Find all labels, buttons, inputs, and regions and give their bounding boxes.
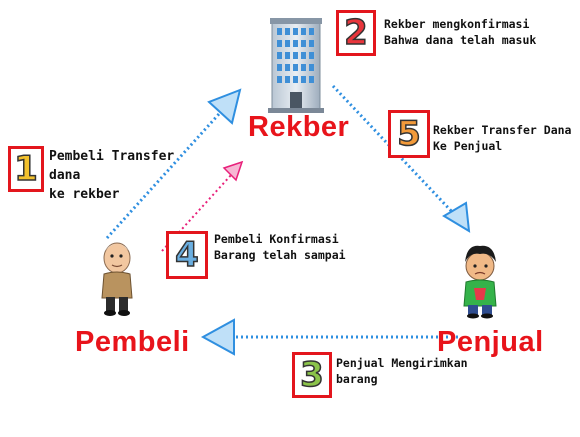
- role-label-pembeli: Pembeli: [75, 326, 190, 358]
- old-man-icon: [101, 242, 133, 316]
- step-3-line-2: barang: [336, 371, 378, 386]
- arrow-pembeli-to-rekber: [105, 88, 242, 240]
- step-1-badge: 1: [8, 146, 44, 192]
- step-3-badge: 3: [292, 352, 332, 398]
- young-man-icon: [463, 245, 497, 319]
- step-2-number: 2: [343, 13, 368, 53]
- step-3-line-1: Penjual Mengirimkan: [336, 356, 468, 370]
- step-5-text: Rekber Transfer Dana Ke Penjual: [433, 123, 571, 154]
- role-label-penjual: Penjual: [437, 326, 544, 358]
- step-4-line-1: Pembeli Konfirmasi: [214, 232, 339, 246]
- step-1-line-3: ke rekber: [49, 186, 120, 202]
- step-2-line-2: Bahwa dana telah masuk: [384, 32, 537, 47]
- step-4-line-2: Barang telah sampai: [214, 247, 346, 262]
- step-2-badge: 2: [336, 10, 376, 56]
- step-5-number: 5: [396, 114, 421, 154]
- step-5-line-1: Rekber Transfer Dana: [433, 123, 572, 137]
- step-1-number: 1: [13, 149, 38, 189]
- step-5-badge: 5: [388, 110, 430, 158]
- step-2-line-1: Rekber mengkonfirmasi: [384, 17, 530, 31]
- office-building-icon: [268, 18, 324, 113]
- role-label-rekber: Rekber: [248, 111, 350, 143]
- step-4-text: Pembeli Konfirmasi Barang telah sampai: [214, 232, 346, 263]
- step-4-number: 4: [174, 235, 199, 275]
- step-1-line-1: Pembeli Transfer: [49, 149, 175, 164]
- arrow-pembeli-confirm: [161, 160, 244, 252]
- step-3-number: 3: [299, 355, 324, 395]
- step-5-line-2: Ke Penjual: [433, 138, 503, 153]
- step-3-text: Penjual Mengirimkan barang: [336, 356, 468, 387]
- arrow-penjual-to-pembeli: [200, 318, 458, 356]
- step-4-badge: 4: [166, 231, 208, 279]
- step-1-line-2: dana: [49, 167, 81, 183]
- step-1-text: Pembeli Transfer dana ke rekber: [49, 148, 174, 205]
- step-2-text: Rekber mengkonfirmasi Bahwa dana telah m…: [384, 17, 536, 48]
- arrow-rekber-to-penjual: [331, 84, 471, 233]
